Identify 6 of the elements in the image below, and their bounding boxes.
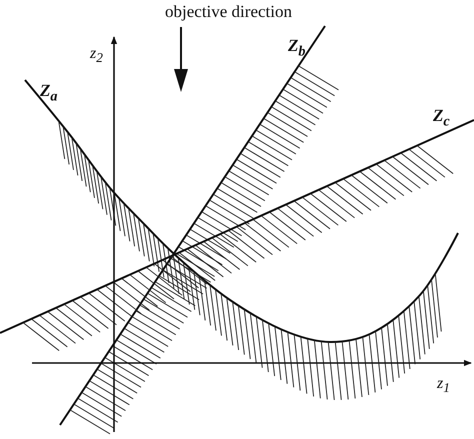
curve-label: Z$_{c}$ xyxy=(433,107,450,129)
axis-label: z$_{1}$ xyxy=(437,376,450,395)
curve-label: Z$_{a}$ xyxy=(40,82,58,104)
axis-label: z$_{2}$ xyxy=(90,46,103,65)
direction-label: objective direction xyxy=(165,3,292,20)
curve-label: Z$_{b}$ xyxy=(288,37,306,59)
